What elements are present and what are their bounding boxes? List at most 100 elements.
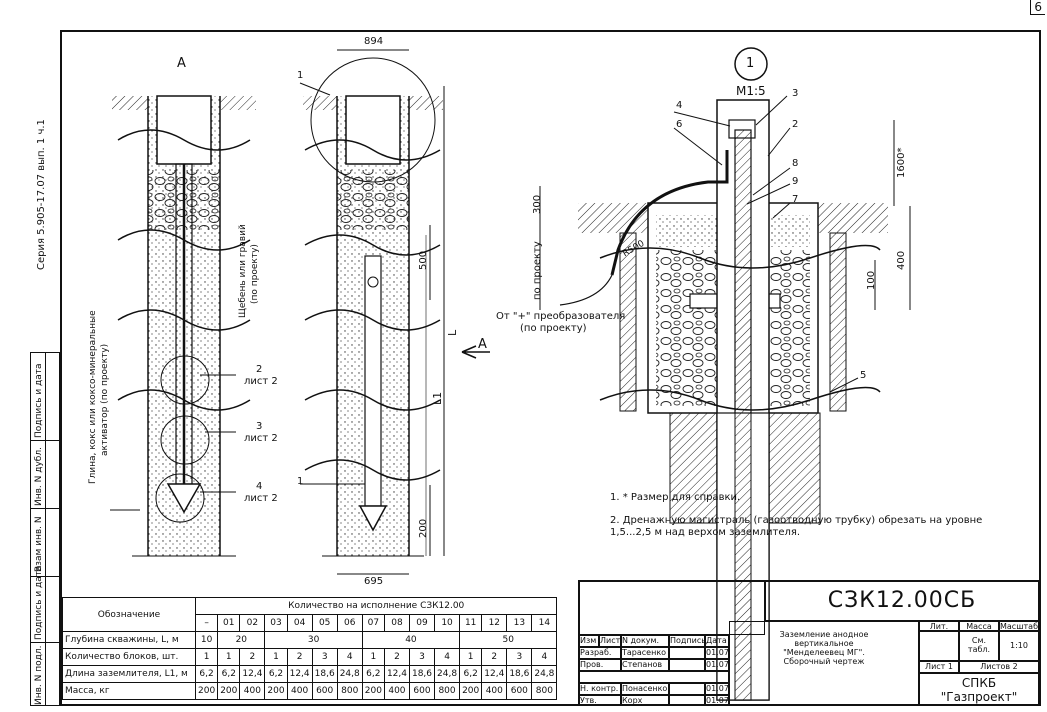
table-cell: 12,4 bbox=[481, 665, 508, 683]
table-cell: 600 bbox=[408, 682, 436, 700]
org-name-2: "Газпроект" bbox=[940, 690, 1018, 704]
table-cell: 600 bbox=[311, 682, 338, 700]
label-clay-2: активатор (по проекту) bbox=[100, 343, 110, 456]
middle-section-view bbox=[299, 49, 490, 575]
pos-9: 9 bbox=[792, 176, 799, 187]
label-from-plus: От "+" преобразователя bbox=[496, 311, 626, 322]
stamp-sheet: Лист 1 bbox=[919, 661, 959, 673]
table-cell: 400 bbox=[481, 682, 508, 700]
stamp-data: Дата bbox=[705, 635, 729, 647]
doc-code: СЗК12.00СБ bbox=[765, 581, 1039, 621]
stamp-nkontr-date: 01.07 bbox=[705, 683, 729, 695]
stamp-lit: Лит. bbox=[919, 621, 959, 631]
drawing-frame bbox=[60, 30, 1041, 706]
label-gravel: Щебень или гравий bbox=[238, 224, 248, 318]
spec-col: 10 bbox=[434, 614, 461, 632]
pos-2: 2 bbox=[792, 119, 799, 130]
table-row: Длина заземлителя, L1, м 6,2 6,2 12,4 6,… bbox=[62, 665, 558, 683]
table-cell: 400 bbox=[383, 682, 410, 700]
note-1: 1. * Размер для справки. bbox=[610, 492, 741, 503]
table-cell: 4 bbox=[434, 648, 461, 666]
table-cell: 200 bbox=[217, 682, 241, 700]
table-cell: 24,8 bbox=[531, 665, 558, 683]
row-label: Длина заземлителя, L1, м bbox=[62, 665, 196, 683]
stamp-massa: Масса bbox=[959, 621, 999, 631]
spec-col: 05 bbox=[311, 614, 338, 632]
dim-400: 400 bbox=[896, 250, 907, 270]
table-cell: 6,2 bbox=[264, 665, 288, 683]
stamp-razrab-name: Тарасенко bbox=[621, 647, 669, 659]
spec-table: Обозначение Количество на исполнение СЗК… bbox=[62, 597, 558, 700]
org-name-1: СПКБ bbox=[961, 676, 997, 690]
table-cell: 1 bbox=[264, 648, 288, 666]
stamp-prov-date: 01.07 bbox=[705, 659, 729, 671]
row-label: Количество блоков, шт. bbox=[62, 648, 196, 666]
spec-col: 02 bbox=[239, 614, 266, 632]
pos-7: 7 bbox=[792, 194, 799, 205]
stamp-ndok: N докум. bbox=[621, 635, 669, 647]
doc-title-block: Заземление анодное вертикальное "Менделе… bbox=[729, 621, 919, 706]
spec-col: 14 bbox=[531, 614, 558, 632]
label-2: 2 bbox=[256, 364, 263, 375]
doc-title-1: Заземление анодное bbox=[779, 630, 869, 639]
note-2-cont: 1,5...2,5 м над верхом заземлителя. bbox=[610, 527, 801, 538]
table-cell: 800 bbox=[336, 682, 363, 700]
stamp-nkontr: Н. контр. bbox=[579, 683, 621, 695]
table-cell: 2 bbox=[481, 648, 508, 666]
dim-100: 100 bbox=[866, 270, 877, 290]
stamp-sheets: Листов 2 bbox=[959, 661, 1039, 673]
spec-col: 06 bbox=[336, 614, 363, 632]
table-row: Масса, кг 200 200 400 200 400 600 800 20… bbox=[62, 682, 558, 700]
table-cell: 12,4 bbox=[383, 665, 410, 683]
table-cell: 18,6 bbox=[506, 665, 533, 683]
dim-500: 500 bbox=[418, 250, 429, 270]
stamp-podp: Подпись bbox=[669, 635, 705, 647]
dim-L1: L1 bbox=[431, 391, 444, 405]
view-a-title: А bbox=[177, 56, 186, 71]
label-gravel-2: (по проекту) bbox=[250, 244, 260, 304]
table-cell: 200 bbox=[264, 682, 288, 700]
table-cell: 1 bbox=[459, 648, 483, 666]
pos-3: 3 bbox=[792, 88, 799, 99]
dim-695: 695 bbox=[364, 576, 384, 587]
table-cell: 6,2 bbox=[194, 665, 219, 683]
table-cell: 4 bbox=[531, 648, 558, 666]
spec-col: 03 bbox=[264, 614, 288, 632]
label-1-bottom: 1 bbox=[297, 476, 304, 487]
stamp-prov: Пров. bbox=[579, 659, 621, 671]
table-cell: 1 bbox=[361, 648, 385, 666]
note-2: 2. Дренажную магистраль (газоотводную тр… bbox=[610, 515, 983, 526]
table-cell: 50 bbox=[459, 631, 558, 649]
detail-scale: М1:5 bbox=[736, 84, 766, 98]
spec-col: 12 bbox=[481, 614, 508, 632]
dim-300: 300 bbox=[532, 194, 543, 214]
stamp-org: СПКБ "Газпроект" bbox=[919, 673, 1039, 706]
table-cell: 24,8 bbox=[336, 665, 363, 683]
label-clay: Глина, кокс или коксо-минеральные bbox=[88, 310, 98, 484]
table-cell: 400 bbox=[239, 682, 266, 700]
view-a-arrow-label: А bbox=[478, 337, 487, 352]
pos-4: 4 bbox=[676, 100, 683, 111]
doc-title-2: вертикальное bbox=[794, 639, 854, 648]
callout-1: 1 bbox=[746, 56, 755, 71]
stamp-nkontr-name: Понасенко bbox=[621, 683, 669, 695]
table-cell: 2 bbox=[239, 648, 266, 666]
label-1-top: 1 bbox=[297, 70, 304, 81]
table-row: Количество блоков, шт. 1 1 2 1 2 3 4 1 2… bbox=[62, 648, 558, 666]
row-label: Масса, кг bbox=[62, 682, 196, 700]
table-cell: 3 bbox=[506, 648, 533, 666]
table-cell: 12,4 bbox=[286, 665, 313, 683]
table-cell: 600 bbox=[506, 682, 533, 700]
label-list-2b: лист 2 bbox=[244, 433, 278, 444]
table-cell: 800 bbox=[531, 682, 558, 700]
table-cell: 6,2 bbox=[361, 665, 385, 683]
table-cell: 1 bbox=[217, 648, 241, 666]
dim-L: L bbox=[446, 329, 459, 336]
spec-header-designation: Обозначение bbox=[62, 597, 196, 632]
spec-col: 13 bbox=[506, 614, 533, 632]
table-cell: 6,2 bbox=[217, 665, 241, 683]
stamp-izm: Изм bbox=[579, 635, 599, 647]
spec-col: 08 bbox=[383, 614, 410, 632]
table-cell: 18,6 bbox=[311, 665, 338, 683]
